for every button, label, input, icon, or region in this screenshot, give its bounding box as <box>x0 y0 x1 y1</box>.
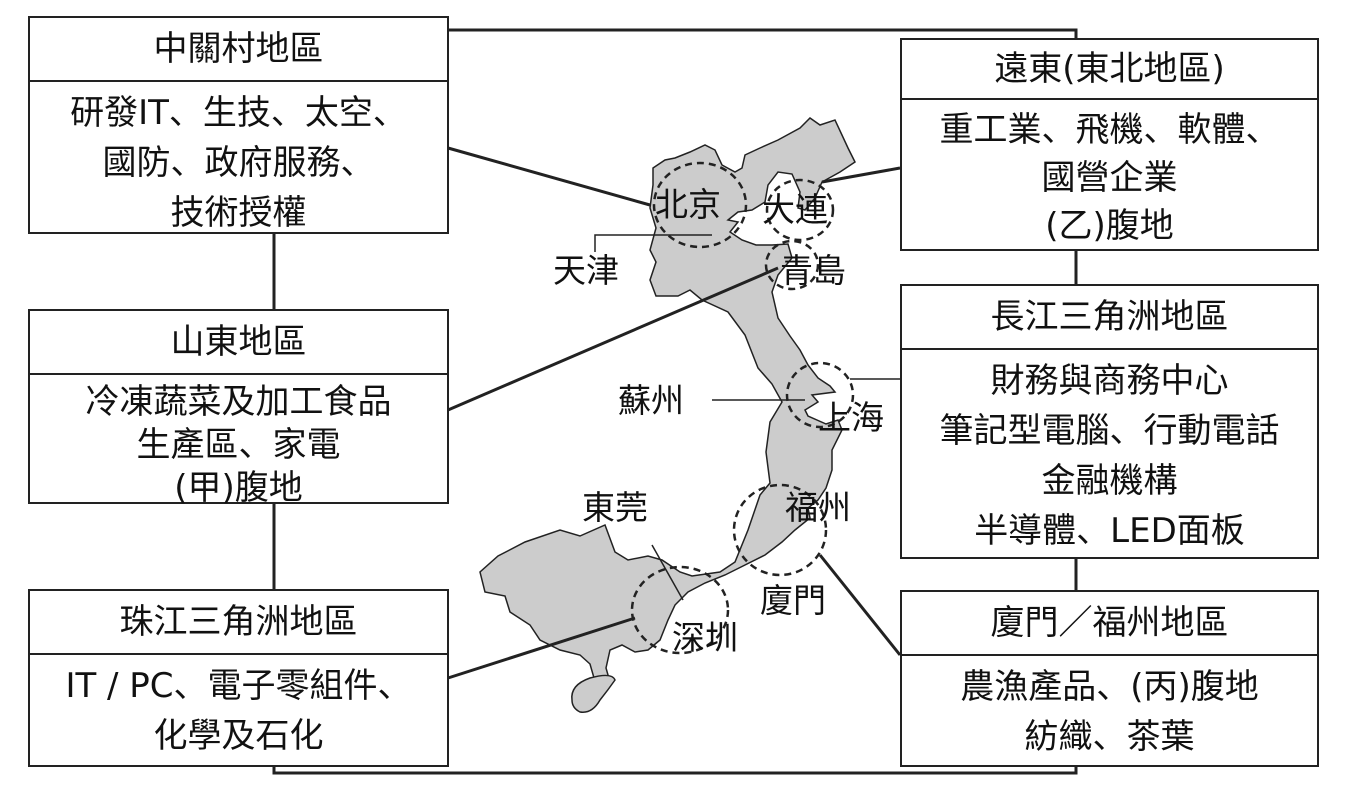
region-title: 遠東(東北地區) <box>902 40 1317 100</box>
city-label-shenzhen: 深圳 <box>672 618 738 657</box>
connector-far-east <box>821 166 901 184</box>
region-title: 長江三角洲地區 <box>902 286 1317 350</box>
description-line: 半導體、LED面板 <box>974 511 1245 551</box>
city-label-beijing: 北京 <box>655 185 721 224</box>
region-description: 農漁產品、(丙)腹地 紡織、茶葉 <box>902 656 1317 762</box>
fuzhou-circle <box>732 483 828 577</box>
description-line: 化學及石化 <box>153 716 324 756</box>
description-line: 研發IT、生技、太空、 <box>70 93 407 133</box>
region-box-zhongguancun: 中關村地區 研發IT、生技、太空、 國防、政府服務、 技術授權 <box>28 16 449 234</box>
china-coast-map <box>479 117 856 687</box>
region-description: 研發IT、生技、太空、 國防、政府服務、 技術授權 <box>30 82 447 238</box>
city-label-shanghai: 上海 <box>818 398 884 437</box>
city-label-suzhou: 蘇州 <box>618 381 684 420</box>
region-box-pearl-river: 珠江三角洲地區 IT / PC、電子零組件、 化學及石化 <box>28 589 449 767</box>
region-description: 財務與商務中心 筆記型電腦、行動電話 金融機構 半導體、LED面板 <box>902 350 1317 556</box>
region-box-far-east: 遠東(東北地區) 重工業、飛機、軟體、 國營企業 (乙)腹地 <box>900 38 1319 251</box>
city-label-fuzhou: 福州 <box>785 488 851 527</box>
description-line: 農漁產品、(丙)腹地 <box>960 667 1259 707</box>
connector-xiamen <box>818 554 902 656</box>
city-label-qingdao: 青島 <box>780 251 846 290</box>
description-line: 生產區、家電 <box>136 425 341 465</box>
dalian-circle <box>765 178 835 242</box>
city-label-xiamen: 廈門 <box>760 581 826 620</box>
shenzhen-circle <box>630 565 730 655</box>
description-line: 冷凍蔬菜及加工食品 <box>85 382 392 422</box>
description-line: IT / PC、電子零組件、 <box>65 666 412 706</box>
tianjin-leader <box>594 234 712 252</box>
beijing-circle <box>652 161 748 249</box>
city-label-dalian: 大連 <box>762 190 828 229</box>
hainan-island-map <box>571 674 616 713</box>
description-line: 技術授權 <box>170 193 307 233</box>
city-label-dongguan: 東莞 <box>582 488 648 527</box>
qingdao-circle <box>764 239 820 291</box>
region-title: 山東地區 <box>30 311 447 375</box>
city-label-tianjin: 天津 <box>553 251 619 290</box>
frame-line <box>448 28 1078 40</box>
region-box-xiamen-fuzhou: 廈門／福州地區 農漁產品、(丙)腹地 紡織、茶葉 <box>900 590 1319 767</box>
description-line: (甲)腹地 <box>174 468 303 508</box>
region-description: IT / PC、電子零組件、 化學及石化 <box>30 655 447 761</box>
region-title: 中關村地區 <box>30 18 447 82</box>
description-line: 國防、政府服務、 <box>102 143 375 183</box>
description-line: 紡織、茶葉 <box>1024 717 1195 757</box>
shanghai-circle <box>785 361 855 429</box>
description-line: 筆記型電腦、行動電話 <box>939 411 1280 451</box>
connector-shandong <box>447 266 779 412</box>
connector-pearl-river <box>447 616 636 680</box>
description-line: (乙)腹地 <box>1045 206 1174 246</box>
region-box-yangtze: 長江三角洲地區 財務與商務中心 筆記型電腦、行動電話 金融機構 半導體、LED面… <box>900 284 1319 559</box>
dongguan-leader <box>651 544 684 601</box>
region-title: 珠江三角洲地區 <box>30 591 447 655</box>
connector-zhongguancun <box>447 146 651 207</box>
description-line: 重工業、飛機、軟體、 <box>939 110 1280 150</box>
description-line: 國營企業 <box>1041 158 1178 198</box>
description-line: 財務與商務中心 <box>990 361 1229 401</box>
region-box-shandong: 山東地區 冷凍蔬菜及加工食品 生產區、家電 (甲)腹地 <box>28 309 449 508</box>
region-description: 冷凍蔬菜及加工食品 生產區、家電 (甲)腹地 <box>30 375 447 510</box>
frame-line <box>272 766 1078 775</box>
region-description: 重工業、飛機、軟體、 國營企業 (乙)腹地 <box>902 100 1317 250</box>
region-title: 廈門／福州地區 <box>902 592 1317 656</box>
description-line: 金融機構 <box>1041 461 1178 501</box>
